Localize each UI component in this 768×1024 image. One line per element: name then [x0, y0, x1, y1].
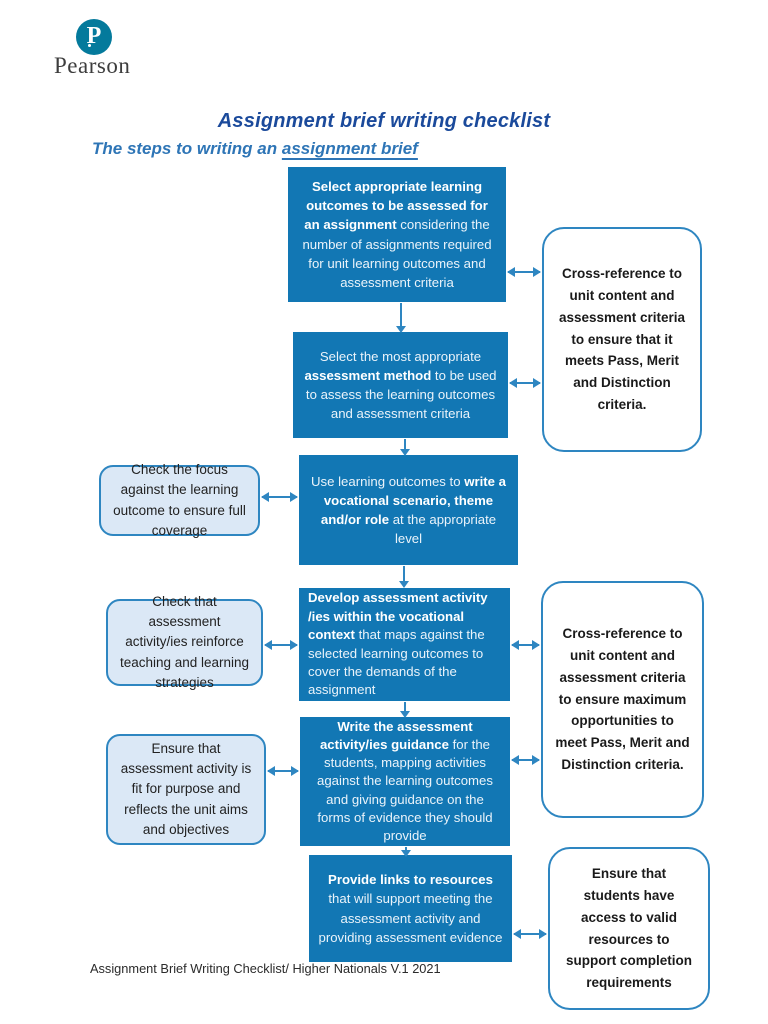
flow-step-1: Select appropriate learning outcomes to … [288, 167, 506, 302]
flow-step-4-bold: Develop assessment activity /ies within … [308, 590, 488, 643]
right-note-1-text: Cross-reference to unit content and asse… [558, 265, 686, 413]
right-note-3-text: Ensure that students have access to vali… [566, 865, 692, 991]
flow-step-5-text: Write the assessment activity/ies guidan… [309, 718, 501, 846]
flow-step-6-post: that will support meeting the assessment… [318, 891, 503, 945]
double-arrow-icon [267, 766, 299, 776]
page-subtitle: The steps to writing an assignment brief [92, 139, 418, 159]
right-note-2-text: Cross-reference to unit content and asse… [555, 625, 690, 773]
flow-step-4: Develop assessment activity /ies within … [299, 588, 510, 701]
flow-step-4-text: Develop assessment activity /ies within … [308, 589, 501, 700]
left-note-1-text: Check the focus against the learning out… [113, 462, 246, 538]
flow-step-3-post: at the appropriate level [389, 512, 497, 547]
flow-step-4-post: that maps against the selected learning … [308, 627, 485, 698]
down-arrow-icon [400, 439, 410, 456]
down-arrow-icon [400, 702, 410, 718]
left-note-focus-check: Check the focus against the learning out… [99, 462, 260, 538]
footer-text: Assignment Brief Writing Checklist/ High… [90, 961, 441, 976]
flow-step-1-bold: Select appropriate learning outcomes to … [304, 179, 488, 233]
subtitle-underlined-text: assignment brief [281, 139, 418, 158]
double-arrow-icon [261, 492, 298, 502]
flow-step-3: Use learning outcomes to write a vocatio… [299, 455, 518, 565]
down-arrow-icon [396, 303, 406, 333]
left-note-3-text: Ensure that assessment activity is fit f… [120, 740, 252, 837]
flow-step-2-text: Select the most appropriate assessment m… [302, 347, 499, 424]
double-arrow-icon [507, 267, 541, 277]
right-note-cross-reference-1: Cross-reference to unit content and asse… [542, 227, 702, 452]
left-note-2-text: Check that assessment activity/ies reinf… [119, 593, 250, 690]
double-arrow-icon [513, 929, 547, 939]
flow-step-5-bold: Write the assessment activity/ies guidan… [319, 718, 473, 752]
flow-step-3-text: Use learning outcomes to write a vocatio… [308, 472, 509, 549]
flow-step-3-pre: Use learning outcomes to [311, 473, 465, 489]
right-note-cross-reference-2: Cross-reference to unit content and asse… [541, 581, 704, 818]
flow-step-6-text: Provide links to resources that will sup… [318, 870, 503, 947]
double-arrow-icon [511, 755, 540, 765]
flow-step-5: Write the assessment activity/ies guidan… [300, 717, 510, 846]
double-arrow-icon [509, 378, 541, 388]
down-arrow-icon [401, 847, 411, 857]
right-note-resources: Ensure that students have access to vali… [548, 847, 710, 1010]
flow-step-2-post: to be used to assess the learning outcom… [305, 367, 497, 422]
pearson-wordmark: Pearson [54, 53, 131, 78]
flow-step-6: Provide links to resources that will sup… [309, 855, 512, 962]
flow-step-2-pre: Select the most appropriate [319, 348, 482, 364]
page-title: Assignment brief writing checklist [217, 110, 551, 132]
flow-step-6-bold: Provide links to resources [328, 872, 493, 888]
left-note-activity-check: Check that assessment activity/ies reinf… [106, 594, 263, 690]
flow-step-1-post: considering the number of assignments re… [302, 217, 492, 290]
flow-step-1-text: Select appropriate learning outcomes to … [297, 177, 497, 292]
flow-step-5-post: for the students, mapping activities aga… [317, 736, 493, 844]
flow-step-2: Select the most appropriate assessment m… [293, 332, 508, 438]
subtitle-text: The steps to writing an [92, 139, 282, 158]
down-arrow-icon [399, 566, 409, 588]
double-arrow-icon [511, 640, 540, 650]
double-arrow-icon [264, 640, 298, 650]
flow-step-3-bold: write a vocational scenario, theme and/o… [320, 473, 506, 527]
flow-step-2-bold: assessment method [304, 367, 432, 383]
pearson-logo-icon: P [76, 19, 112, 55]
left-note-fit-for-purpose: Ensure that assessment activity is fit f… [106, 734, 266, 845]
pearson-p-glyph: P [86, 23, 102, 49]
